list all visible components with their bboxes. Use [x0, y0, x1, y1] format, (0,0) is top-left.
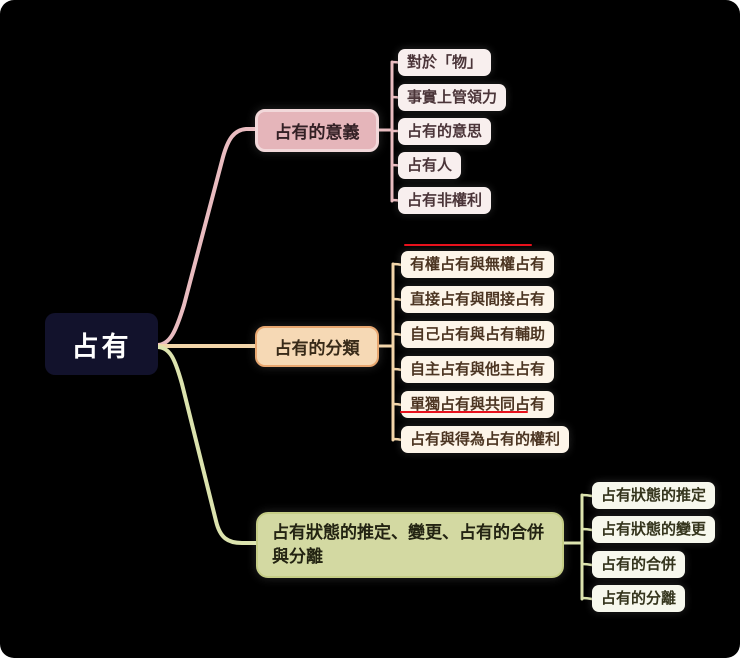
- child-node[interactable]: 事實上管領力: [398, 84, 507, 111]
- branch-node-status[interactable]: 占有狀態的推定、變更、占有的合併與分離: [256, 512, 564, 578]
- child-node[interactable]: 有權占有與無權占有: [401, 251, 555, 278]
- connector-branch2-rail: [377, 262, 395, 442]
- child-node[interactable]: 占有狀態的變更: [592, 516, 716, 543]
- child-node[interactable]: 占有狀態的推定: [592, 482, 716, 509]
- connector-branch3-rail: [562, 493, 584, 601]
- child-node[interactable]: 占有與得為占有的權利: [401, 426, 570, 453]
- connector-root-to-branch3: [155, 345, 259, 545]
- child-node[interactable]: 占有非權利: [398, 187, 492, 214]
- connector-branch3-hooks: [580, 493, 594, 601]
- child-node[interactable]: 占有人: [398, 152, 462, 179]
- red-underline-annotation: [400, 411, 528, 413]
- child-node[interactable]: 占有的合併: [592, 551, 686, 578]
- branch-node-classification[interactable]: 占有的分類: [255, 326, 379, 367]
- child-node[interactable]: 直接占有與間接占有: [401, 286, 555, 313]
- child-node[interactable]: 對於「物」: [398, 49, 492, 76]
- child-node[interactable]: 單獨占有與共同占有: [401, 391, 555, 418]
- child-node[interactable]: 自主占有與他主占有: [401, 356, 555, 383]
- child-node[interactable]: 占有的分離: [592, 585, 686, 612]
- connector-root-to-branch1: [155, 127, 258, 347]
- connector-branch1-rail: [377, 60, 394, 203]
- red-underline-annotation: [404, 244, 532, 246]
- child-node[interactable]: 自己占有與占有輔助: [401, 321, 555, 348]
- branch-node-meaning[interactable]: 占有的意義: [255, 109, 379, 152]
- root-node[interactable]: 占有: [45, 313, 158, 375]
- child-node[interactable]: 占有的意思: [398, 118, 492, 145]
